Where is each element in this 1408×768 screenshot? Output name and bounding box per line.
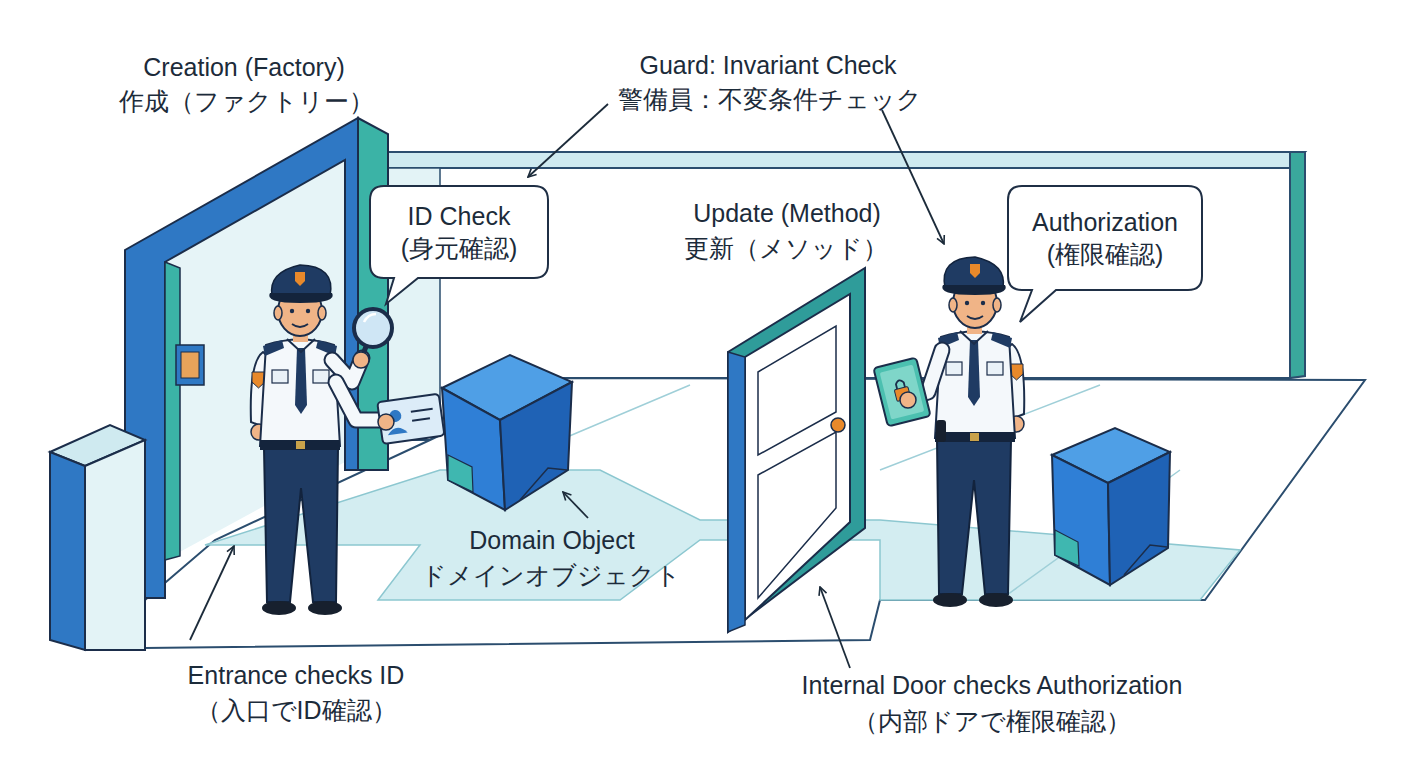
internal-door <box>831 418 845 432</box>
floor <box>560 385 1180 600</box>
low-wall <box>50 425 145 650</box>
id-card <box>377 394 444 444</box>
back-wall <box>360 152 1305 168</box>
leader-arrow <box>528 104 608 177</box>
domain-cube <box>520 468 567 500</box>
domain-cube <box>1052 428 1170 585</box>
internal-door <box>758 326 836 455</box>
caption-text: 作成（ファクトリー） <box>0 86 506 116</box>
guard-figure <box>900 392 916 408</box>
caption-text: ドメインオブジェクト <box>291 560 811 590</box>
caption-text: （入口でID確認） <box>36 695 556 725</box>
caption-text: 更新（メソッド） <box>526 233 1046 263</box>
bubble-text: (権限確認) <box>1047 238 1164 270</box>
entrance-frame <box>176 345 204 385</box>
tablet <box>880 365 925 420</box>
internal-door <box>758 432 836 598</box>
caption-text: Entrance checks ID <box>36 660 556 690</box>
low-wall <box>85 440 145 650</box>
domain-cube <box>1052 455 1110 585</box>
tablet <box>895 379 905 389</box>
leader-arrow <box>820 587 850 668</box>
leader-arrow <box>882 110 944 244</box>
bubble-text-box: ID Check(身元確認) <box>370 186 548 278</box>
domain-cube <box>1055 530 1079 566</box>
speech-bubble: ID Check(身元確認) <box>370 186 548 306</box>
guard-figure <box>364 314 376 322</box>
bubble-text: Authorization <box>1032 206 1178 238</box>
speech-bubble: Authorization(権限確認) <box>1008 186 1202 324</box>
caption-text: Internal Door checks Authorization <box>732 670 1252 700</box>
caption-text: Update (Method) <box>527 198 1047 228</box>
bubble-outline <box>370 186 548 304</box>
caption-text: Creation (Factory) <box>0 52 504 82</box>
domain-cube <box>1124 545 1167 575</box>
internal-door <box>728 268 865 632</box>
id-card <box>411 409 433 412</box>
bubble-text-box: Authorization(権限確認) <box>1008 186 1202 290</box>
internal-door <box>728 268 865 632</box>
domain-cube <box>442 355 572 510</box>
bubble-text: (身元確認) <box>401 232 518 264</box>
guard-figure <box>251 265 445 615</box>
id-card <box>377 394 444 444</box>
caption-text: （内部ドアで権限確認） <box>732 706 1252 736</box>
internal-door <box>728 352 745 632</box>
guard-figure <box>378 414 394 430</box>
guard-body <box>251 265 342 615</box>
domain-cube <box>500 382 572 510</box>
caption-text: Domain Object <box>292 525 812 555</box>
id-card <box>412 418 430 421</box>
entrance-frame <box>165 262 180 560</box>
leader-arrow <box>190 546 234 640</box>
tablet <box>873 358 930 427</box>
domain-cube <box>1108 452 1170 585</box>
guard-figure <box>936 420 946 442</box>
caption-text: Guard: Invariant Check <box>508 50 1028 80</box>
internal-door <box>745 294 850 620</box>
guard-figure <box>353 352 369 368</box>
low-wall <box>50 452 85 650</box>
back-wall <box>1290 152 1305 378</box>
domain-cube <box>442 388 505 510</box>
guard-figure <box>336 382 382 420</box>
leader-arrow <box>190 104 944 668</box>
bubble-outline <box>370 186 548 306</box>
guard-body <box>933 257 1024 607</box>
guard-figure <box>354 309 392 347</box>
entrance-frame <box>181 352 199 378</box>
domain-cube <box>448 455 473 492</box>
guard-figure <box>873 257 1024 607</box>
entrance-frame <box>125 118 388 598</box>
guard-figure <box>336 382 382 420</box>
bubble-outline <box>1008 186 1202 324</box>
bubble-text: ID Check <box>408 200 511 232</box>
caption-text: 警備員：不変条件チェック <box>510 84 1030 114</box>
tablet <box>873 358 930 427</box>
bubble-outline <box>1008 186 1202 322</box>
leader-arrow <box>563 492 588 518</box>
